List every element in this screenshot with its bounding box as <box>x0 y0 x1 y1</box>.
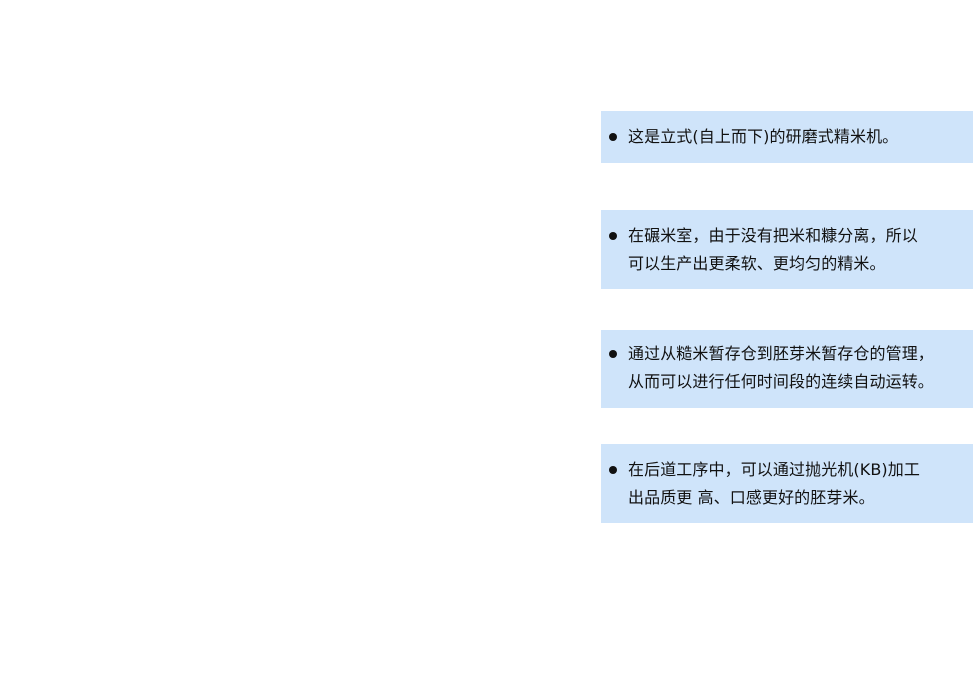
feature-item: 在碾米室，由于没有把米和糠分离，所以 可以生产出更柔软、更均匀的精米。 <box>601 210 973 289</box>
feature-item: 这是立式(自上而下)的研磨式精米机。 <box>601 111 973 163</box>
feature-text: 通过从糙米暂存仓到胚芽米暂存仓的管理， 从而可以进行任何时间段的连续自动运转。 <box>628 344 934 391</box>
bullet-icon <box>609 466 617 474</box>
feature-text: 在碾米室，由于没有把米和糠分离，所以 可以生产出更柔软、更均匀的精米。 <box>628 226 918 273</box>
bullet-icon <box>609 232 617 240</box>
feature-text: 在后道工序中，可以通过抛光机(KB)加工 出品质更 高、口感更好的胚芽米。 <box>628 460 920 507</box>
blank-panel <box>0 0 600 694</box>
bullet-icon <box>609 133 617 141</box>
bullet-icon <box>609 350 617 358</box>
feature-item: 通过从糙米暂存仓到胚芽米暂存仓的管理， 从而可以进行任何时间段的连续自动运转。 <box>601 330 973 408</box>
feature-item: 在后道工序中，可以通过抛光机(KB)加工 出品质更 高、口感更好的胚芽米。 <box>601 444 973 523</box>
feature-text: 这是立式(自上而下)的研磨式精米机。 <box>628 127 899 146</box>
